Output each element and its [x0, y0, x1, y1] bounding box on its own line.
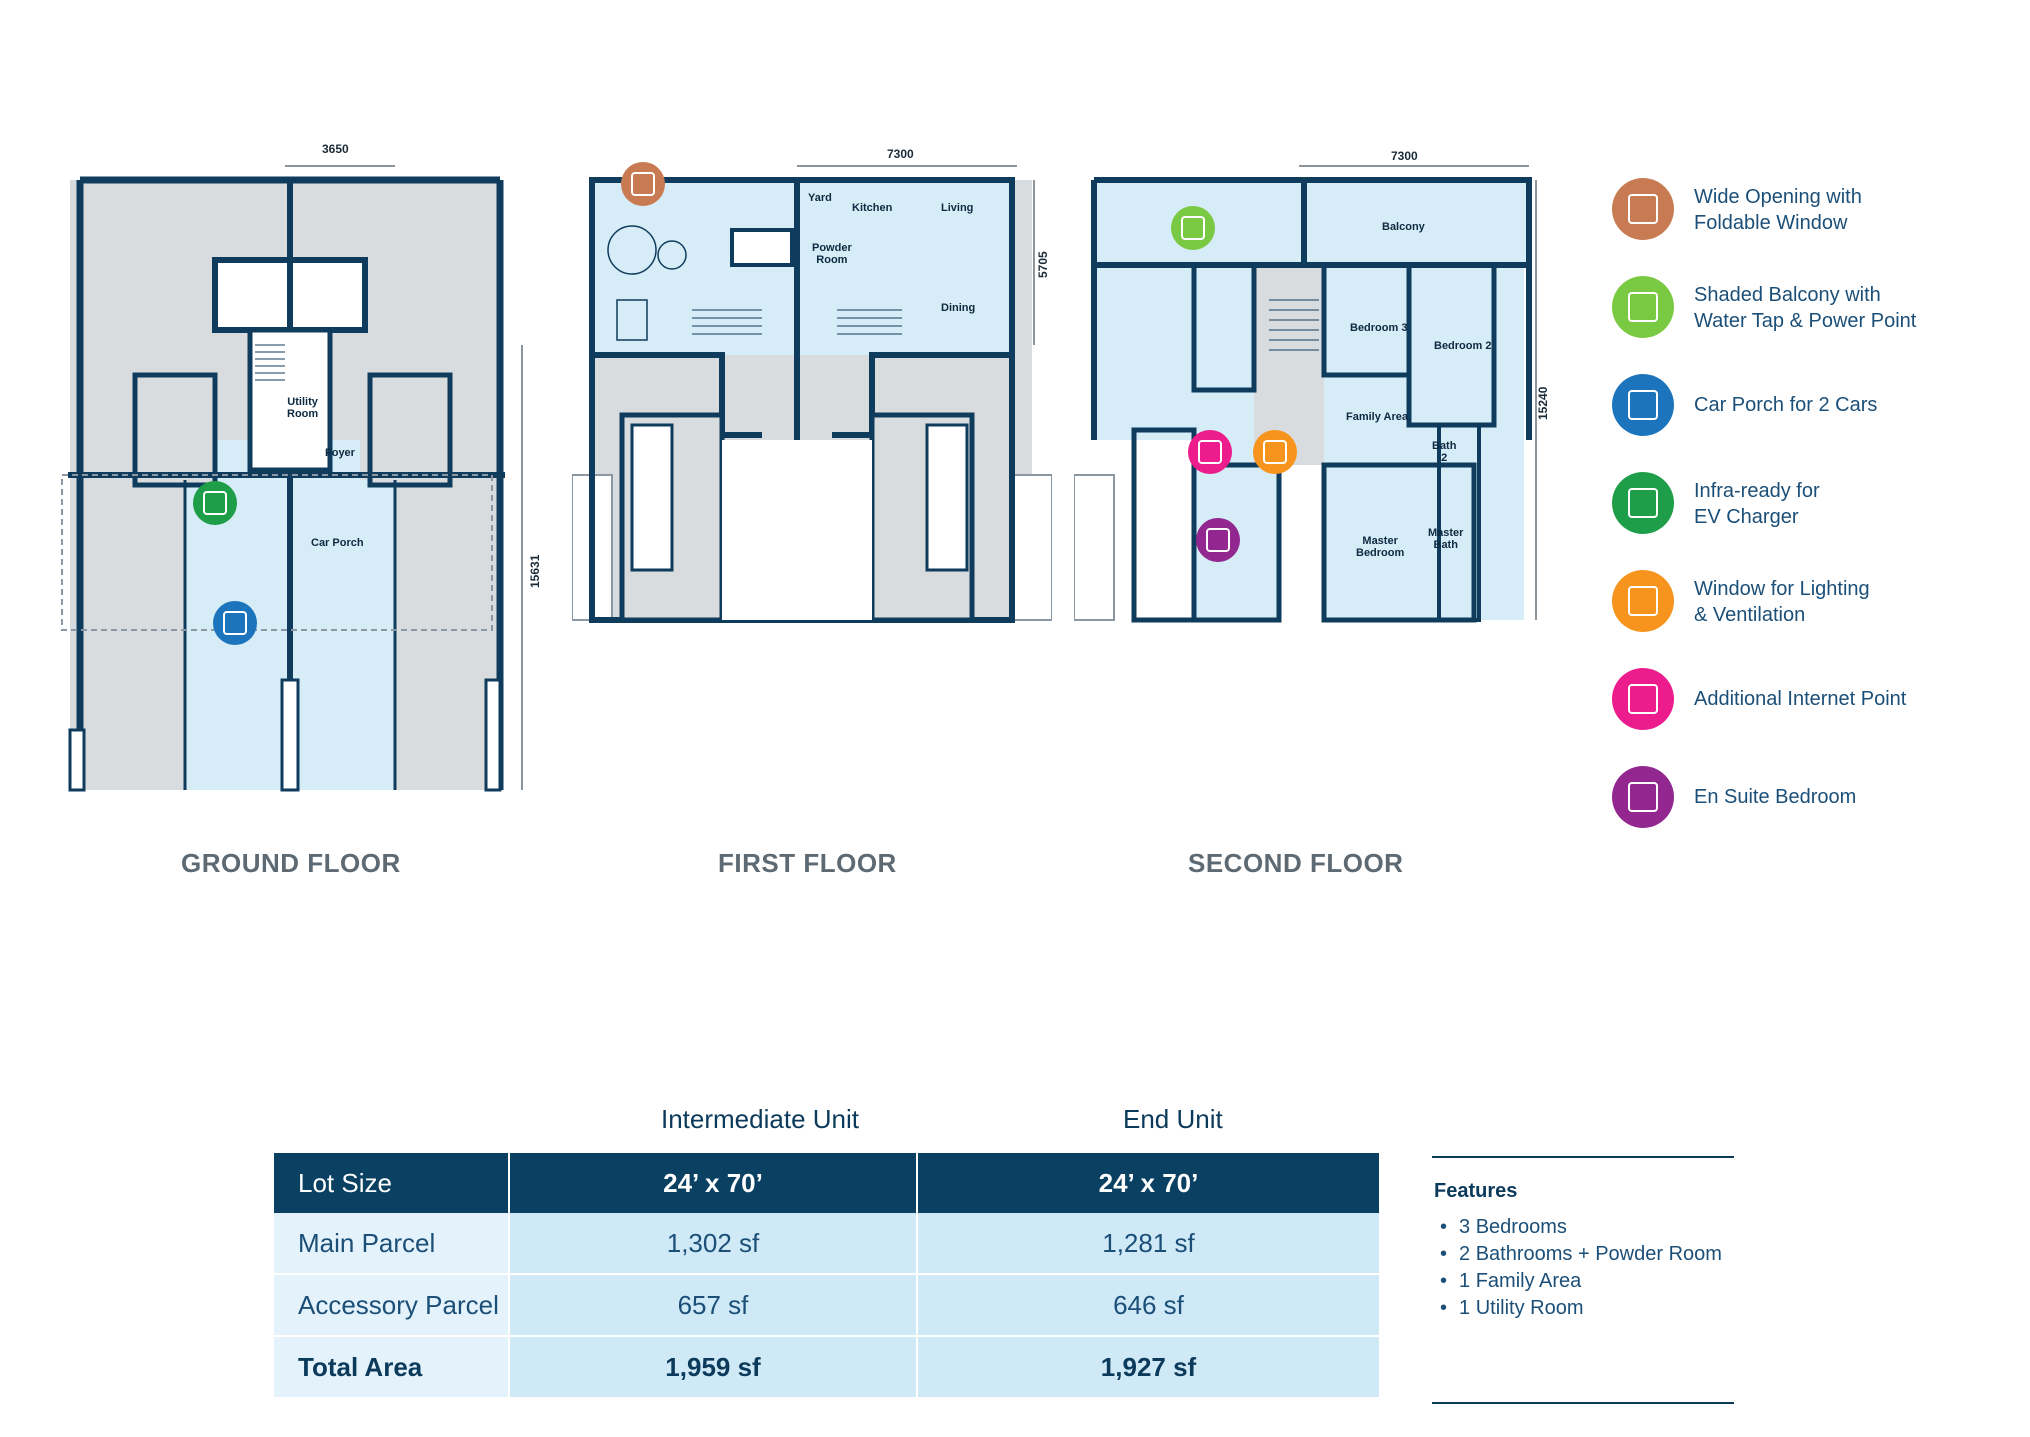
legend-text: Window for Lighting & Ventilation [1694, 578, 1870, 626]
legend-car-porch-badge [1612, 374, 1674, 436]
feature-item: 3 Bedrooms [1440, 1214, 1722, 1241]
shaded-balcony-icon [1628, 292, 1658, 322]
intermediate-value: 24’ x 70’ [509, 1153, 918, 1213]
second-dim-top: 7300 [1391, 149, 1418, 163]
yard-label: Yard [808, 192, 832, 204]
end-value: 1,927 sf [917, 1336, 1379, 1397]
ev-charger-map-badge [193, 481, 237, 525]
legend-en-suite-bedroom-badge [1612, 766, 1674, 828]
internet-point-map-badge [1188, 430, 1232, 474]
features-title: Features [1434, 1180, 1518, 1202]
first-floor-plan [572, 160, 1052, 640]
first-floor-title: FIRST FLOOR [718, 848, 897, 878]
feature-item: 1 Utility Room [1440, 1295, 1722, 1322]
balcony-label: Balcony [1382, 221, 1425, 233]
window-ventilation-map-badge [1253, 430, 1297, 474]
feature-item: 2 Bathrooms + Powder Room [1440, 1241, 1722, 1268]
foldable-window-icon [631, 172, 655, 196]
ground-dim-right: 15631 [528, 554, 542, 588]
legend-internet-point-badge [1612, 668, 1674, 730]
en-suite-bedroom-icon [1206, 528, 1230, 552]
utility-room-label: Utility Room [287, 396, 319, 420]
ev-charger-icon [1628, 488, 1658, 518]
foyer-label: Foyer [325, 447, 355, 459]
shaded-balcony-map-badge [1171, 206, 1215, 250]
area-table: Lot Size 24’ x 70’ 24’ x 70’ Main Parcel… [274, 1153, 1379, 1397]
legend-text: En Suite Bedroom [1694, 786, 1857, 808]
bath-2-label: Bath 2 [1432, 440, 1457, 464]
features-list: 3 Bedrooms 2 Bathrooms + Powder Room 1 F… [1440, 1214, 1722, 1322]
table-row: Lot Size 24’ x 70’ 24’ x 70’ [274, 1153, 1379, 1213]
end-value: 646 sf [917, 1274, 1379, 1336]
car-porch-icon [1628, 390, 1658, 420]
bedroom-3-label: Bedroom 3 [1350, 322, 1408, 334]
internet-point-icon [1198, 440, 1222, 464]
legend-ev-charger-badge [1612, 472, 1674, 534]
table-row: Total Area 1,959 sf 1,927 sf [274, 1336, 1379, 1397]
legend-window-ventilation-badge [1612, 570, 1674, 632]
legend-foldable-window-badge [1612, 178, 1674, 240]
second-floor-title: SECOND FLOOR [1188, 848, 1404, 878]
family-area-label: Family Area [1346, 411, 1408, 423]
end-value: 24’ x 70’ [1098, 1167, 1199, 1198]
end-value: 1,281 sf [917, 1213, 1379, 1274]
table-row: Main Parcel 1,302 sf 1,281 sf [274, 1213, 1379, 1274]
en-suite-bedroom-icon [1628, 782, 1658, 812]
ground-dim-top: 3650 [322, 142, 349, 156]
first-dim-top: 7300 [887, 147, 914, 161]
master-bath-label: Master Bath [1428, 527, 1464, 551]
intermediate-value: 1,302 sf [509, 1213, 918, 1274]
foldable-window-icon [1628, 194, 1658, 224]
powder-room-label: Powder Room [812, 242, 852, 266]
window-ventilation-icon [1628, 586, 1658, 616]
table-row: Accessory Parcel 657 sf 646 sf [274, 1274, 1379, 1336]
intermediate-value: 657 sf [509, 1274, 918, 1336]
first-dim-right: 5705 [1036, 251, 1050, 278]
row-label: Main Parcel [274, 1213, 510, 1274]
col-head-intermediate: Intermediate Unit [661, 1104, 859, 1134]
row-label: Accessory Parcel [274, 1274, 510, 1336]
legend-text: Additional Internet Point [1694, 688, 1907, 710]
second-floor-plan [1074, 160, 1564, 640]
car-porch-label: Car Porch [311, 537, 364, 549]
legend-text: Wide Opening with Foldable Window [1694, 186, 1862, 234]
second-dim-right: 15240 [1536, 386, 1550, 420]
legend-text: Infra-ready for EV Charger [1694, 480, 1820, 528]
col-head-end: End Unit [1123, 1104, 1223, 1134]
feature-item: 1 Family Area [1440, 1268, 1722, 1295]
shaded-balcony-icon [1181, 216, 1205, 240]
legend-shaded-balcony-badge [1612, 276, 1674, 338]
ev-charger-icon [203, 491, 227, 515]
internet-point-icon [1628, 684, 1658, 714]
row-label: Total Area [274, 1336, 510, 1397]
features-box: Features 3 Bedrooms 2 Bathrooms + Powder… [1432, 1156, 1734, 1404]
foldable-window-map-badge [621, 162, 665, 206]
bedroom-2-label: Bedroom 2 [1434, 340, 1492, 352]
car-porch-icon [223, 611, 247, 635]
en-suite-bedroom-map-badge [1196, 518, 1240, 562]
legend-text: Car Porch for 2 Cars [1694, 394, 1878, 416]
car-porch-map-badge [213, 601, 257, 645]
master-bedroom-label: Master Bedroom [1356, 535, 1405, 559]
legend-text: Shaded Balcony with Water Tap & Power Po… [1694, 284, 1917, 332]
kitchen-label: Kitchen [852, 202, 893, 214]
row-label: Lot Size [274, 1153, 510, 1213]
ground-floor-title: GROUND FLOOR [181, 848, 401, 878]
dining-label: Dining [941, 302, 976, 314]
living-label: Living [941, 202, 974, 214]
ground-floor-plan [60, 160, 530, 800]
intermediate-value: 1,959 sf [509, 1336, 918, 1397]
window-ventilation-icon [1263, 440, 1287, 464]
